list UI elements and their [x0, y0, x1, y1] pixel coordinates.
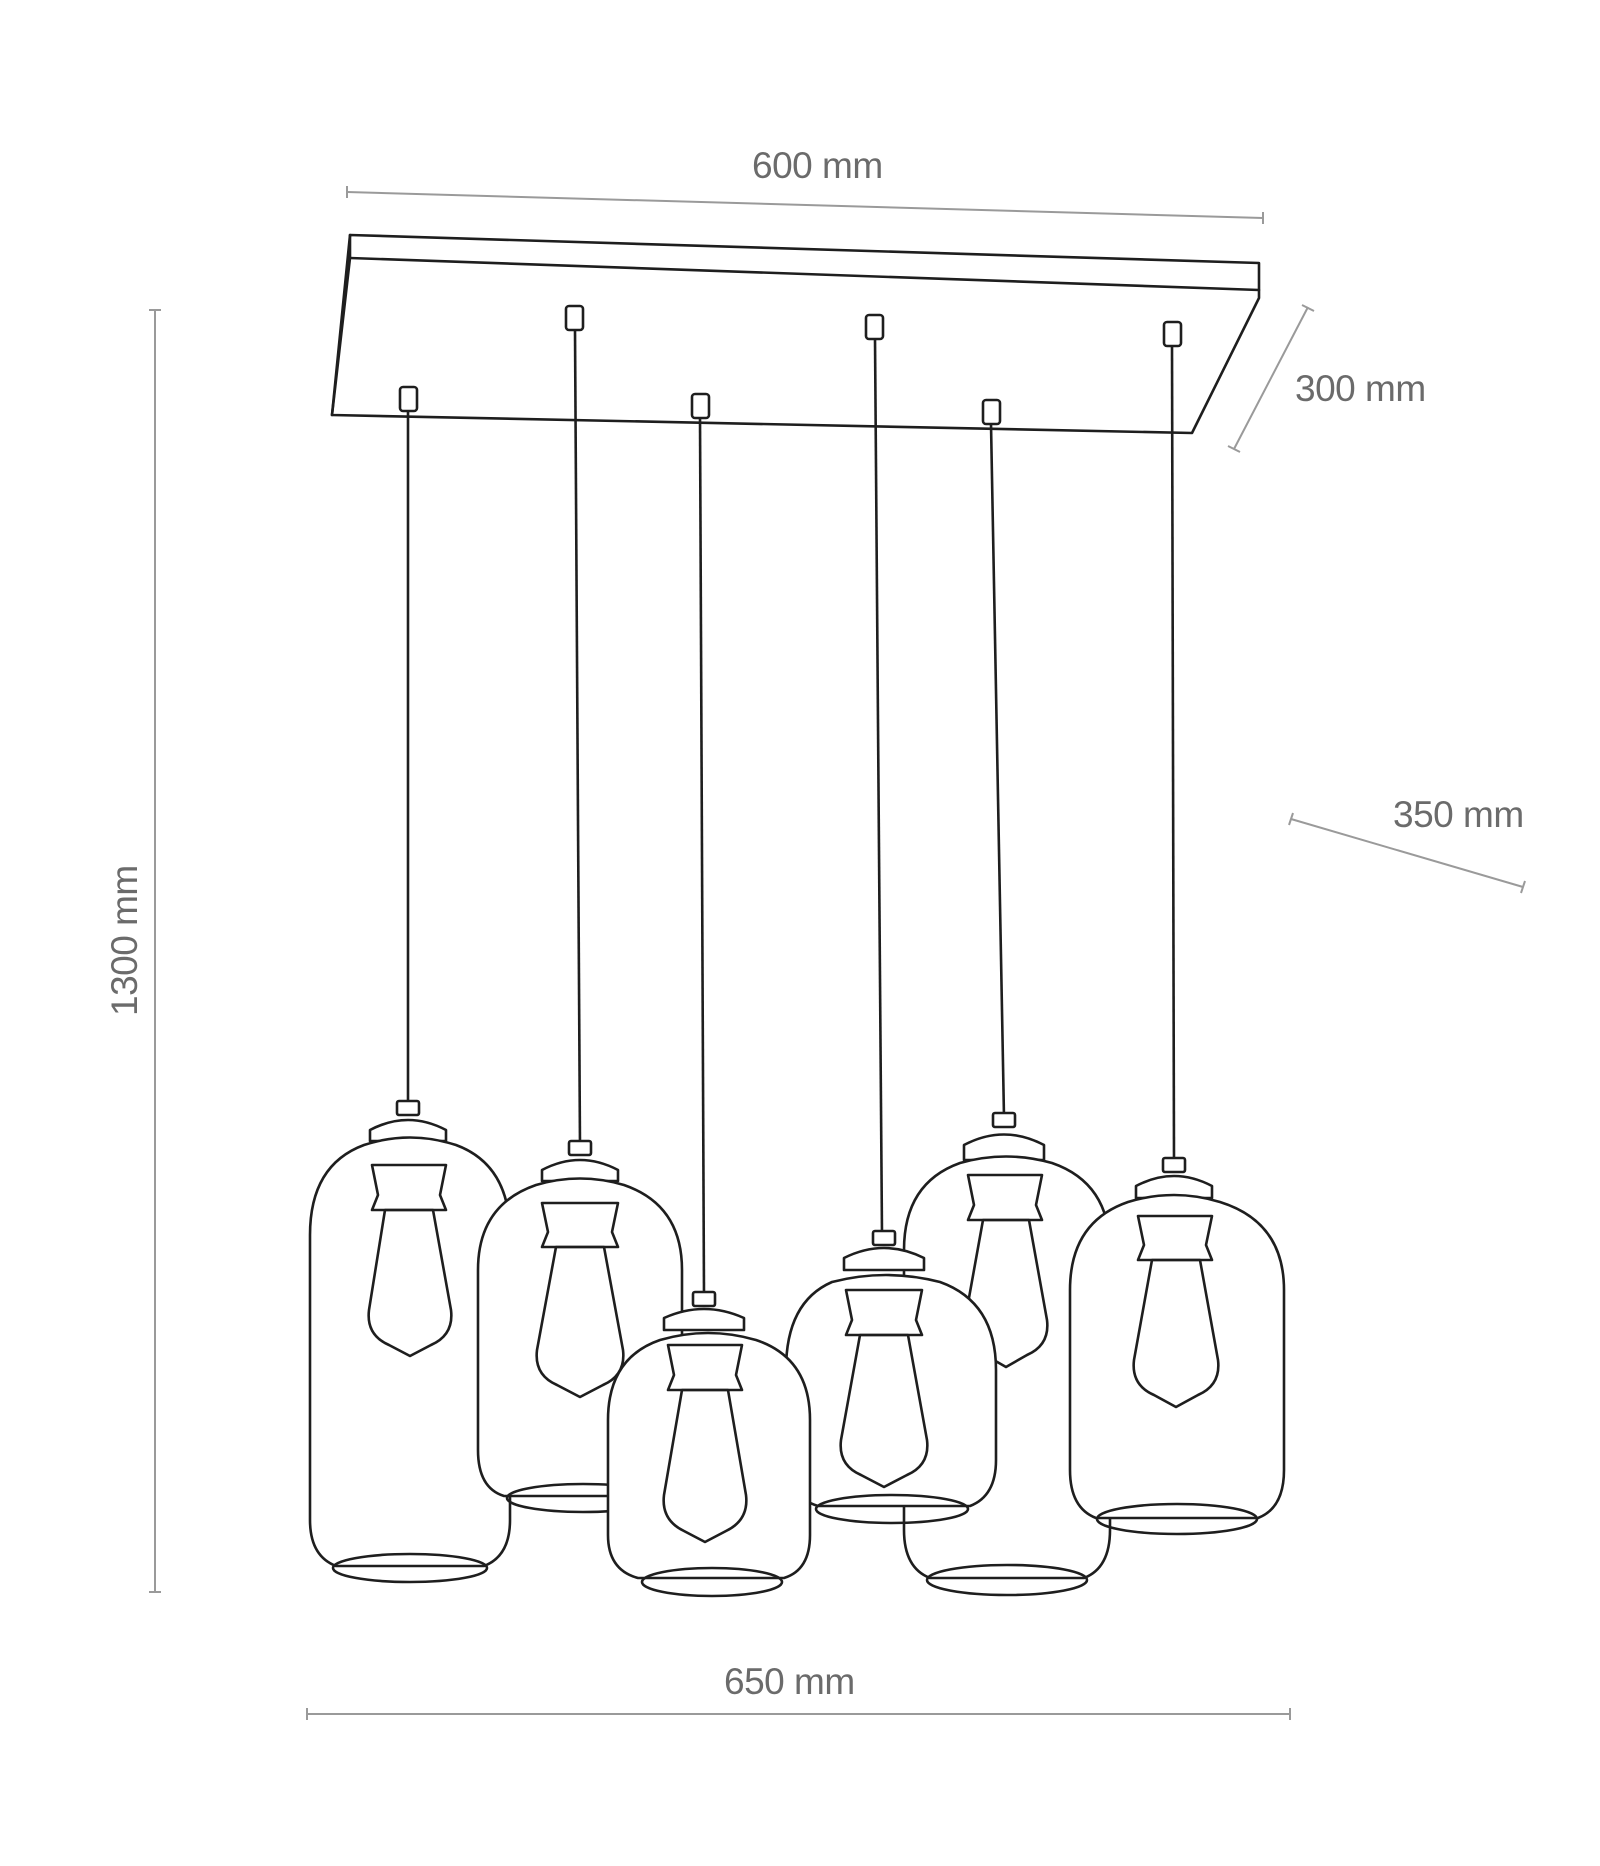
dimension-tick — [1520, 880, 1526, 894]
pendant-shade — [606, 1290, 812, 1598]
canopy-plate — [330, 233, 1261, 435]
cord-connector — [871, 1229, 897, 1247]
shade-opening — [640, 1566, 784, 1598]
pendant-shade — [784, 1229, 998, 1525]
cord-grip — [690, 392, 711, 420]
dimension-tick — [1288, 812, 1294, 826]
dimension-label-650: 650 mm — [724, 1661, 855, 1702]
bulb-icon — [367, 1208, 453, 1358]
dimension-tick — [1301, 304, 1315, 312]
cord-connector — [1161, 1156, 1187, 1174]
glass-shade — [606, 1331, 812, 1580]
canopy-edge — [330, 256, 352, 417]
cord-grip — [981, 398, 1002, 426]
lamp-socket — [370, 1163, 448, 1212]
dimension-label-1300: 1300 mm — [104, 865, 145, 1016]
cord — [1170, 345, 1176, 1164]
lamp-socket-cap — [842, 1246, 926, 1272]
bulb-icon — [1132, 1258, 1220, 1409]
shade-opening — [814, 1493, 970, 1525]
dimension-line-300 — [1233, 306, 1309, 450]
glass-shade — [1068, 1193, 1286, 1520]
shade-opening — [925, 1563, 1089, 1597]
shade-opening — [331, 1552, 489, 1584]
ceiling-canopy — [330, 233, 1261, 435]
glass-shade — [784, 1273, 998, 1508]
lamp-socket — [844, 1288, 924, 1337]
dimension-line-600 — [346, 191, 1264, 219]
cord-connector — [691, 1290, 717, 1308]
cord-grip — [1162, 320, 1183, 348]
pendant-shade — [1068, 1156, 1286, 1536]
dimension-total-width: 650 mm — [306, 1661, 1291, 1720]
lamp-socket — [966, 1173, 1044, 1222]
cord-connector — [395, 1099, 421, 1117]
dimension-canopy-depth: 300 mm — [1227, 304, 1426, 453]
lamp-socket-cap — [962, 1133, 1046, 1162]
bulb-icon — [662, 1388, 748, 1544]
cord-grip — [398, 385, 419, 413]
cord-grip — [864, 313, 885, 341]
dimension-line-350 — [1290, 818, 1524, 888]
cord-connector — [991, 1111, 1017, 1129]
lamp-socket-cap — [1134, 1174, 1214, 1200]
lamp-socket-cap — [662, 1307, 746, 1332]
cord — [873, 338, 884, 1236]
dimension-cluster-depth: 350 mm — [1288, 794, 1526, 894]
lamp-socket-cap — [368, 1118, 448, 1143]
cord-grip — [564, 304, 585, 332]
cord — [698, 417, 706, 1297]
shade-opening — [1095, 1502, 1259, 1536]
pendant-shade — [308, 1099, 512, 1584]
bulb-icon — [839, 1333, 929, 1489]
bulb-icon — [535, 1245, 625, 1399]
lamp-socket — [540, 1201, 620, 1249]
dimension-label-600: 600 mm — [752, 145, 883, 186]
cord-connector — [567, 1139, 593, 1157]
dimension-canopy-length: 600 mm — [346, 145, 1264, 224]
glass-shade — [308, 1136, 512, 1568]
suspension-cords — [406, 329, 1176, 1297]
dimension-total-height: 1300 mm — [104, 309, 161, 1593]
dimension-tick — [1227, 445, 1241, 453]
dimension-label-350: 350 mm — [1393, 794, 1524, 835]
cord — [573, 329, 582, 1148]
cord-grips — [398, 304, 1183, 426]
canopy-edge — [348, 256, 1261, 292]
cord — [989, 423, 1006, 1118]
dimension-label-300: 300 mm — [1295, 368, 1426, 409]
lamp-socket — [1136, 1214, 1214, 1262]
lamp-socket — [666, 1343, 744, 1392]
lamp-socket-cap — [540, 1158, 620, 1183]
